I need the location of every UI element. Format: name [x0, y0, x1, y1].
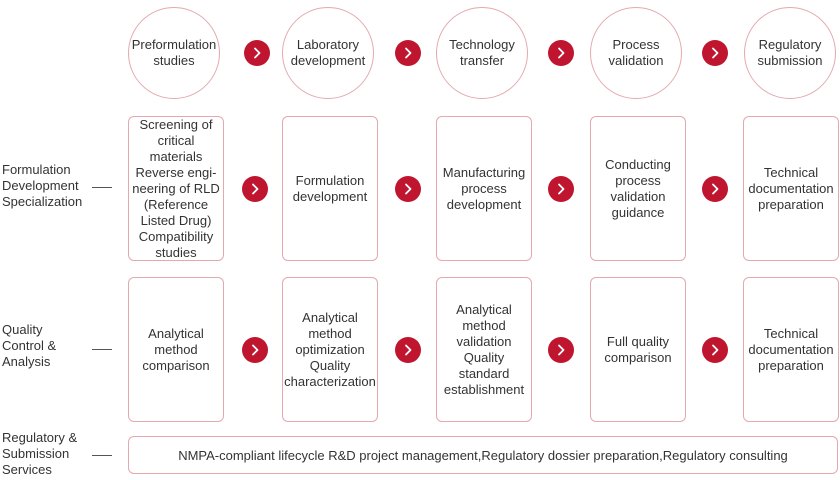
chevron-right-icon	[702, 337, 728, 363]
stage-process-validation: Process validation	[590, 7, 682, 99]
chevron-right-icon	[244, 40, 270, 66]
chevron-right-icon	[395, 40, 421, 66]
cell-formulation-validation: Conducting process validation guidance	[590, 116, 686, 261]
cell-formulation-transfer: Manufacturing process development	[436, 116, 532, 261]
cell-quality-submission: Technical documentation preparation	[743, 277, 839, 422]
row-label-quality: Quality Control & Analysis	[2, 322, 57, 369]
stage-preformulation: Preformulation studies	[128, 7, 220, 99]
chevron-right-icon	[395, 176, 421, 202]
row-label-formulation: Formulation Development Specialization	[2, 162, 83, 209]
chevron-right-icon	[395, 337, 421, 363]
stage-regulatory-submission: Regulatory submission	[744, 7, 836, 99]
cell-formulation-laboratory: Formulation development	[282, 116, 378, 261]
stage-laboratory-development: Laboratory development	[282, 7, 374, 99]
chevron-right-icon	[548, 40, 574, 66]
cell-formulation-submission: Technical documentation preparation	[743, 116, 839, 261]
chevron-right-icon	[548, 337, 574, 363]
row-connector	[92, 455, 112, 456]
regulatory-services-banner: NMPA-compliant lifecycle R&D project man…	[128, 436, 838, 474]
row-connector	[92, 187, 112, 188]
chevron-right-icon	[242, 337, 268, 363]
row-connector	[92, 349, 112, 350]
cell-quality-validation: Full quality comparison	[590, 277, 686, 422]
chevron-right-icon	[702, 176, 728, 202]
row-label-regulatory: Regulatory & Submission Services	[2, 430, 78, 477]
chevron-right-icon	[242, 176, 268, 202]
cell-formulation-preformulation: Screening of critical materials Reverse …	[128, 116, 224, 261]
cell-quality-preformulation: Analytical method comparison	[128, 277, 224, 422]
stage-technology-transfer: Technology transfer	[436, 7, 528, 99]
chevron-right-icon	[702, 40, 728, 66]
chevron-right-icon	[548, 176, 574, 202]
cell-quality-transfer: Analytical method validation Quality sta…	[436, 277, 532, 422]
cell-quality-laboratory: Analytical method optimization Quality c…	[282, 277, 378, 422]
